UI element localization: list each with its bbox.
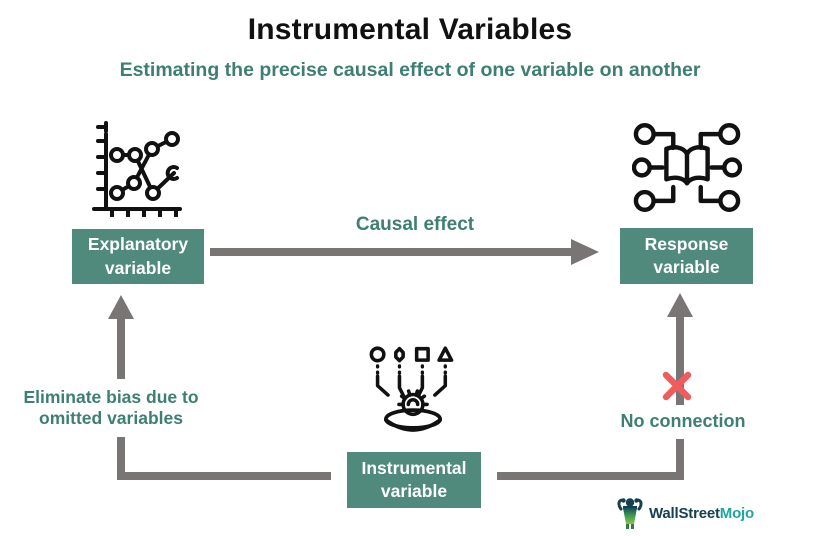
- line-chart-icon: [92, 121, 182, 217]
- eliminate-bias-label: Eliminate bias due to omitted variables: [23, 387, 199, 428]
- causal-arrowhead: [571, 239, 599, 265]
- node-response-variable: Response variable: [620, 228, 753, 284]
- bias-arrowhead: [108, 295, 134, 319]
- no-connection-cross-icon: [662, 371, 692, 401]
- node-explanatory-variable: Explanatory variable: [72, 229, 204, 284]
- no-connection-arrowhead: [667, 293, 693, 317]
- bias-arrow-shaft-upper: [117, 318, 125, 379]
- causal-effect-label: Causal effect: [355, 214, 475, 235]
- bias-arrow-shaft-lower: [117, 437, 125, 480]
- node-instrumental-variable: Instrumental variable: [347, 452, 481, 508]
- no-connection-shaft-lower: [676, 439, 684, 480]
- causal-arrow-shaft: [210, 248, 572, 256]
- wallstreetmojo-mascot-icon: [617, 498, 643, 529]
- no-connection-label: No connection: [620, 411, 746, 431]
- page-subtitle: Estimating the precise causal effect of …: [119, 59, 701, 81]
- no-connection-shaft-upper: [676, 316, 684, 405]
- logo-text-mojo: Mojo: [719, 504, 754, 522]
- wallstreetmojo-wordmark: WallStreetMojo: [649, 505, 754, 522]
- shapes-gear-machine-icon: [369, 346, 454, 432]
- no-connection-shaft-horizontal: [497, 472, 684, 480]
- logo-text-wallstreet: WallStreet: [649, 504, 720, 522]
- bias-arrow-shaft-horizontal: [117, 472, 331, 480]
- page-title: Instrumental Variables: [247, 13, 573, 46]
- wallstreetmojo-logo: WallStreetMojo: [615, 496, 754, 530]
- book-network-icon: [632, 123, 742, 212]
